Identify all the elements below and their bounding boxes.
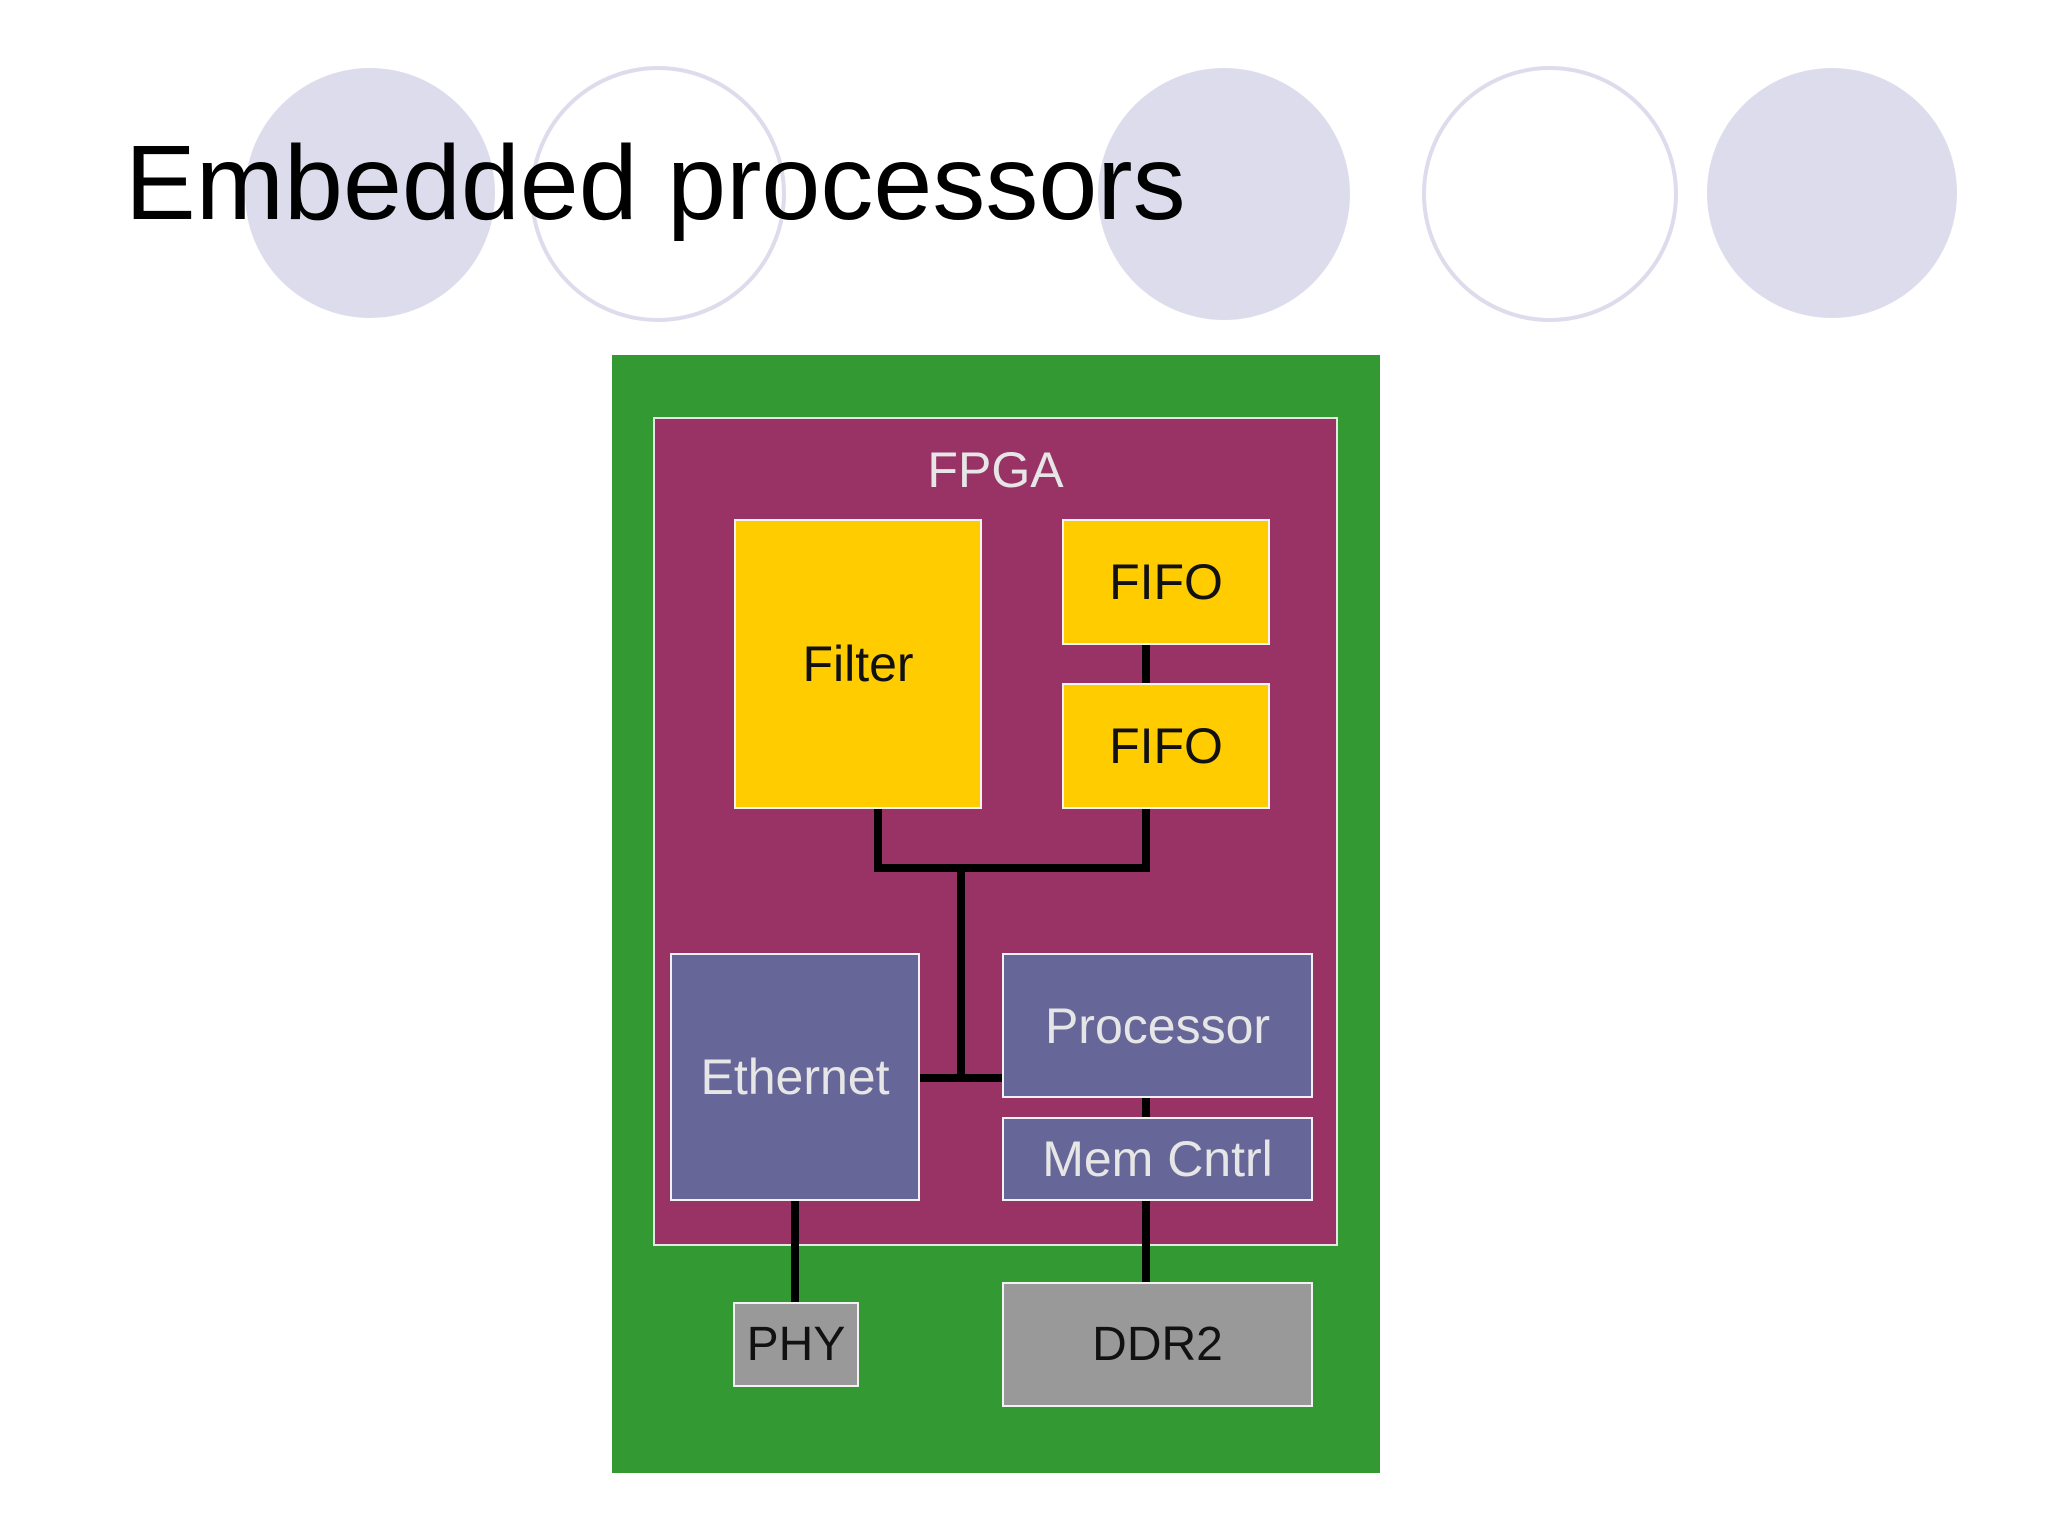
decor-circle <box>1707 68 1957 318</box>
fifo-link-wire <box>1142 643 1150 685</box>
decor-circle <box>1422 66 1678 322</box>
ethernet-phy-wire <box>791 1198 799 1302</box>
decor-circle <box>530 66 786 322</box>
decor-circle <box>1098 68 1350 320</box>
ethernet-processor-wire <box>918 1074 1002 1082</box>
filter-block: Filter <box>734 519 982 809</box>
vertical-bus-wire <box>957 864 965 1082</box>
ddr2-chip: DDR2 <box>1002 1282 1313 1407</box>
memcntrl-ddr2-wire <box>1142 1198 1150 1284</box>
fifo-block-bottom: FIFO <box>1062 683 1270 809</box>
decor-circle <box>245 68 495 318</box>
horizontal-bus-wire <box>874 864 1150 872</box>
fifo-bus-wire <box>1142 809 1150 871</box>
processor-block: Processor <box>1002 953 1313 1098</box>
filter-bus-wire <box>874 809 882 871</box>
fifo-block-top: FIFO <box>1062 519 1270 645</box>
fpga-label: FPGA <box>927 442 1064 498</box>
phy-chip: PHY <box>733 1302 859 1387</box>
processor-memcntrl-wire <box>1142 1094 1150 1118</box>
ethernet-block: Ethernet <box>670 953 920 1201</box>
mem-cntrl-block: Mem Cntrl <box>1002 1117 1313 1201</box>
slide-title: Embedded processors <box>125 124 1186 242</box>
